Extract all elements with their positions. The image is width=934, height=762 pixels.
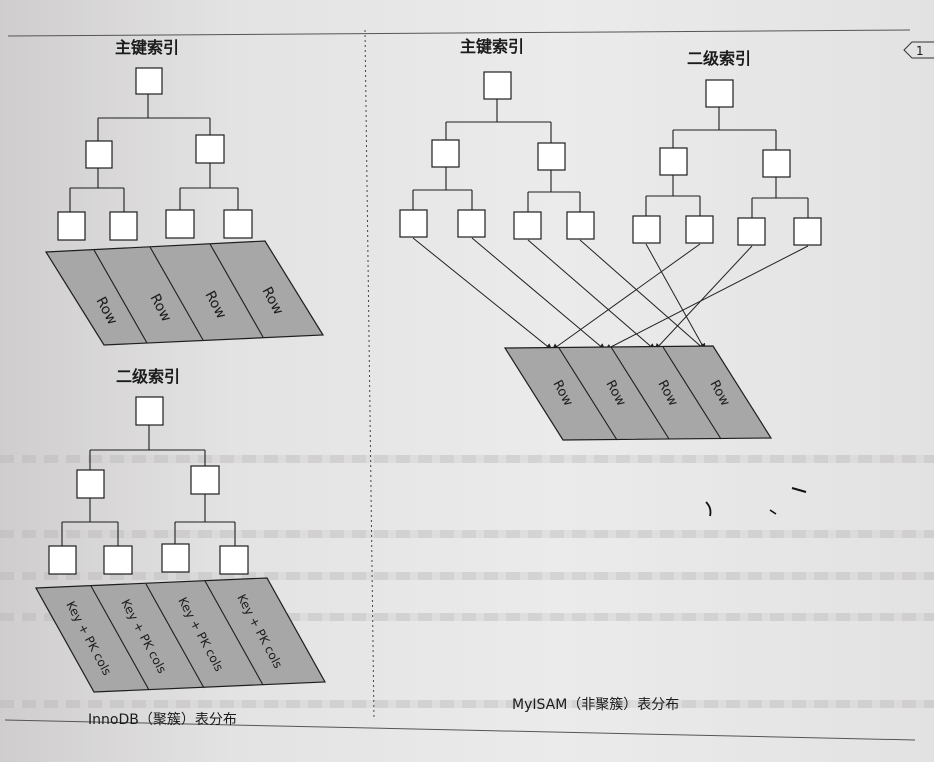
myisam-row-band: Row Row Row Row [503, 345, 773, 441]
innodb-secondary-leaf-node [48, 545, 77, 575]
page-tab: 1 [903, 41, 934, 59]
myisam-primary-leaf-node [457, 209, 486, 238]
pointer-arrow [527, 239, 656, 351]
myisam-secondary-internal-node [762, 149, 791, 178]
myisam-secondary-leaf-node [632, 215, 661, 244]
innodb-secondary-leaf-node [161, 543, 190, 573]
pointer-arrow [579, 239, 706, 351]
myisam-primary-tree [399, 71, 595, 240]
pointer-arrow [645, 243, 706, 351]
page-bottom-rule [4, 719, 916, 741]
innodb-caption: InnoDB（聚簇）表分布 [88, 712, 237, 728]
pointer-arrow [471, 237, 606, 351]
innodb-secondary-root-node [135, 396, 164, 426]
innodb-secondary-leaf-node [103, 545, 133, 575]
myisam-primary-leaf-node [513, 211, 542, 240]
myisam-primary-internal-node [537, 142, 566, 171]
myisam-primary-internal-node [431, 139, 460, 168]
innodb-secondary-tree [48, 396, 249, 575]
myisam-caption: MyISAM（非聚簇）表分布 [512, 697, 679, 713]
innodb-panel: 主键索引 Row Row Row Row 二级索引 [35, 38, 326, 728]
pen-mark [705, 501, 712, 517]
myisam-secondary-leaf-node [737, 217, 766, 246]
innodb-primary-leaf-node [165, 209, 195, 239]
innodb-primary-root-node [135, 67, 163, 95]
innodb-primary-internal-node [195, 134, 225, 164]
pointer-arrow [551, 243, 701, 351]
myisam-panel: 主键索引 二级索引 [399, 37, 822, 713]
pointer-arrow [654, 245, 753, 351]
myisam-secondary-leaf-node [685, 215, 714, 244]
myisam-primary-root-node [483, 71, 512, 100]
page-tab-label: 1 [916, 44, 924, 58]
innodb-primary-leaf-node [109, 211, 138, 241]
myisam-row-pointers [412, 237, 809, 351]
panel-divider [364, 29, 375, 721]
myisam-secondary-tree [632, 79, 822, 246]
pen-mark [791, 487, 807, 493]
innodb-secondary-row-band: Key + PK cols Key + PK cols Key + PK col… [35, 577, 326, 693]
innodb-secondary-leaf-node [219, 545, 249, 575]
myisam-secondary-internal-node [659, 147, 688, 176]
innodb-primary-leaf-node [57, 211, 86, 241]
page-top-rule [7, 29, 911, 37]
myisam-secondary-leaf-node [793, 217, 822, 246]
innodb-primary-internal-node [85, 140, 113, 169]
pointer-arrow [412, 237, 553, 351]
innodb-secondary-internal-node [190, 465, 220, 495]
myisam-primary-leaf-node [399, 209, 428, 238]
innodb-primary-row-band: Row Row Row Row [44, 240, 325, 346]
myisam-secondary-root-node [705, 79, 734, 108]
innodb-secondary-title: 二级索引 [116, 367, 180, 386]
innodb-primary-tree [57, 67, 253, 241]
innodb-primary-title: 主键索引 [115, 38, 179, 57]
pen-mark [769, 509, 777, 515]
myisam-primary-title: 主键索引 [460, 37, 524, 56]
innodb-secondary-internal-node [76, 469, 105, 499]
innodb-primary-leaf-node [223, 209, 253, 239]
myisam-primary-leaf-node [566, 211, 595, 240]
pointer-arrow [604, 245, 809, 351]
myisam-secondary-title: 二级索引 [687, 49, 751, 68]
